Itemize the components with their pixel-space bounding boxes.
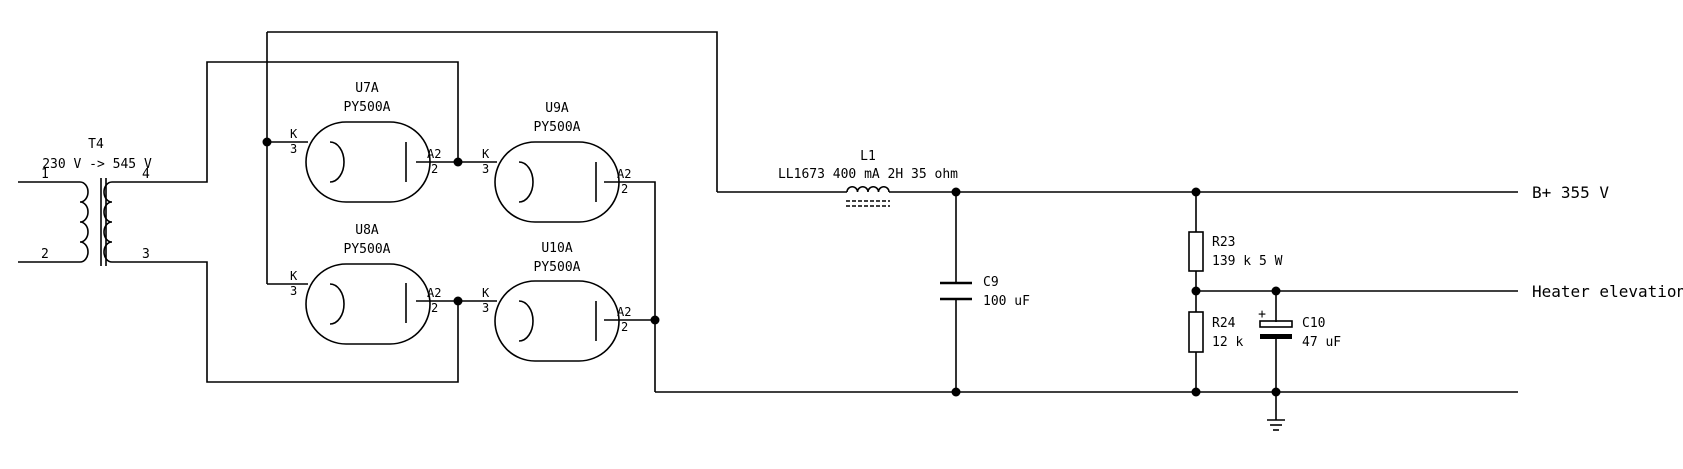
- tube-ref: U8A: [355, 223, 379, 238]
- junction-dot: [1191, 286, 1201, 296]
- transformer-pin-2: 2: [41, 247, 49, 262]
- cathode-label: K: [482, 147, 490, 161]
- capacitor-value: 47 uF: [1302, 335, 1341, 350]
- negative-plate: [1260, 334, 1292, 339]
- inductor-l1: L1 LL1673 400 mA 2H 35 ohm: [778, 149, 958, 207]
- anode-label: A2: [617, 167, 631, 181]
- anode-pin: 2: [621, 182, 628, 196]
- tube-u7a: U7A PY500A K 3 A2 2: [290, 81, 441, 203]
- cathode-label: K: [482, 286, 490, 300]
- cathode-arc: [518, 161, 534, 203]
- transformer-pin-3: 3: [142, 247, 150, 262]
- cathode-pin: 3: [482, 162, 489, 176]
- capacitor-c9: C9 100 uF: [940, 275, 1030, 309]
- junction-dot: [650, 315, 660, 325]
- junction-dot: [262, 137, 272, 147]
- inductor-coil: [846, 186, 890, 193]
- resistor-r23: R23 139 k 5 W: [1188, 231, 1283, 272]
- tube-ref: U10A: [541, 241, 572, 256]
- junction-dots: [262, 137, 1281, 397]
- capacitor-ref: C9: [983, 275, 999, 290]
- junction-dot: [1271, 286, 1281, 296]
- junction-dot: [453, 157, 463, 167]
- transformer-pin-1: 1: [41, 167, 49, 182]
- junction-dot: [951, 387, 961, 397]
- junction-dot: [1191, 187, 1201, 197]
- tube-value: PY500A: [534, 260, 581, 275]
- anode-label: A2: [427, 286, 441, 300]
- tube-u10a: U10A PY500A K 3 A2 2: [482, 241, 631, 362]
- cathode-arc: [518, 300, 534, 342]
- cathode-label: K: [290, 127, 298, 141]
- ground-symbol-icon: [1267, 419, 1285, 431]
- transformer-t4: T4 230 V -> 545 V 1 2 3 4: [41, 137, 152, 266]
- cathode-pin: 3: [482, 301, 489, 315]
- tube-value: PY500A: [344, 242, 391, 257]
- cathode-label: K: [290, 269, 298, 283]
- resistor-value: 139 k 5 W: [1212, 254, 1283, 269]
- resistor-ref: R24: [1212, 316, 1236, 331]
- junction-dot: [453, 296, 463, 306]
- b-plus-net-label: B+ 355 V: [1532, 183, 1609, 202]
- inductor-ref: L1: [860, 149, 876, 164]
- cathode-pin: 3: [290, 142, 297, 156]
- junction-dot: [951, 187, 961, 197]
- capacitor-c10: + C10 47 uF: [1258, 307, 1341, 350]
- transformer-value: 230 V -> 545 V: [42, 157, 152, 172]
- resistor-ref: R23: [1212, 235, 1235, 250]
- tube-u9a: U9A PY500A K 3 A2 2: [482, 101, 631, 223]
- secondary-winding: [103, 181, 113, 263]
- resistor-value: 12 k: [1212, 335, 1243, 350]
- tube-u8a: U8A PY500A K 3 A2 2: [290, 223, 441, 345]
- tube-ref: U7A: [355, 81, 379, 96]
- anode-pin: 2: [431, 162, 438, 176]
- anode-label: A2: [427, 147, 441, 161]
- heater-elevation-net-label: Heater elevation: [1532, 282, 1683, 301]
- junction-dot: [1271, 387, 1281, 397]
- resistor-r24: R24 12 k: [1188, 311, 1243, 353]
- anode-label: A2: [617, 305, 631, 319]
- tube-ref: U9A: [545, 101, 569, 116]
- anode-pin: 2: [621, 320, 628, 334]
- transformer-pin-4: 4: [142, 167, 150, 182]
- capacitor-value: 100 uF: [983, 294, 1030, 309]
- junction-dot: [1191, 387, 1201, 397]
- transformer-ref: T4: [88, 137, 104, 152]
- anode-pin: 2: [431, 301, 438, 315]
- cathode-pin: 3: [290, 284, 297, 298]
- cathode-arc: [329, 141, 345, 183]
- tube-value: PY500A: [344, 100, 391, 115]
- primary-winding: [79, 181, 89, 263]
- tube-value: PY500A: [534, 120, 581, 135]
- cathode-arc: [329, 283, 345, 325]
- capacitor-ref: C10: [1302, 316, 1325, 331]
- wires: [18, 31, 1518, 420]
- inductor-value: LL1673 400 mA 2H 35 ohm: [778, 167, 958, 182]
- polarity-mark: +: [1258, 307, 1266, 322]
